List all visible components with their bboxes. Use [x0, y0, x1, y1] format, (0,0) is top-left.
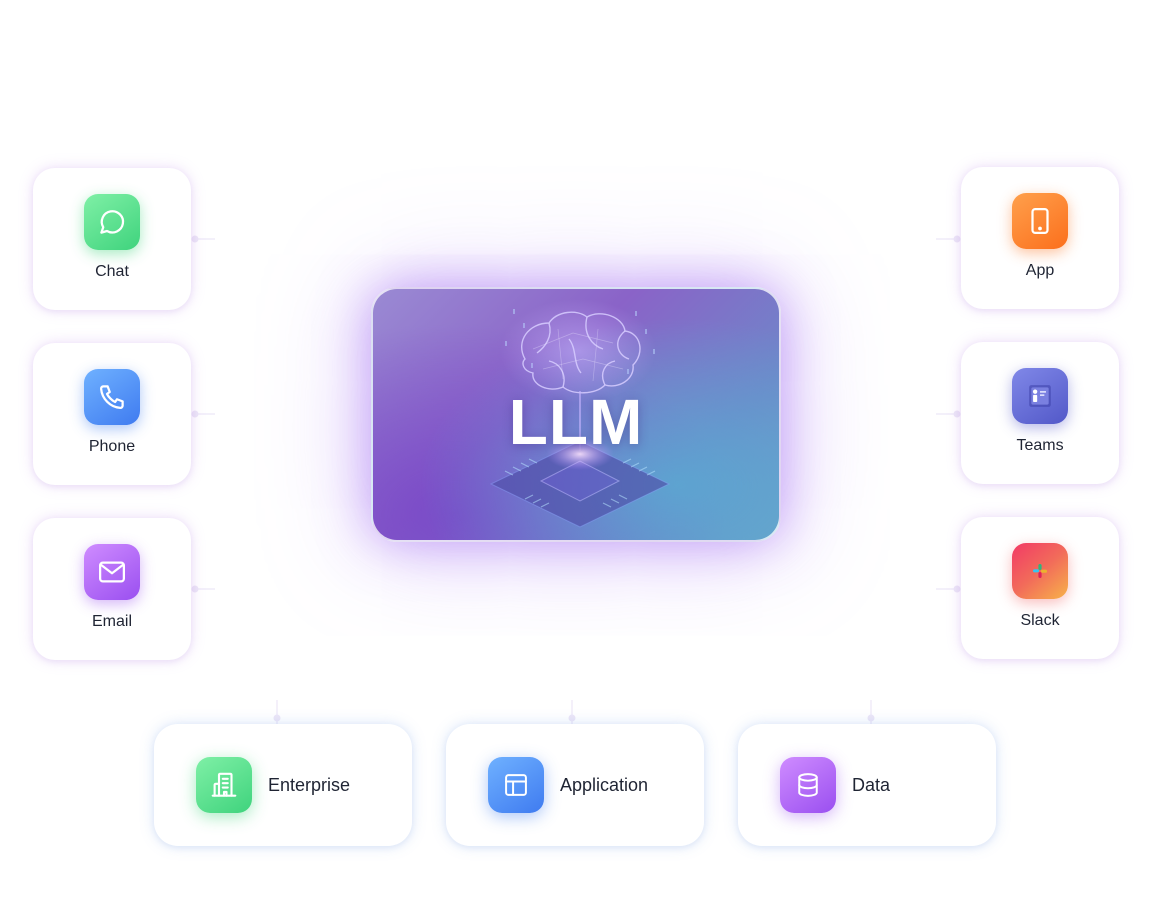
channel-label: Email: [91, 613, 132, 630]
phone-icon: [99, 385, 124, 410]
envelope-icon: [99, 561, 125, 583]
channel-label: Chat: [95, 263, 129, 280]
chat-bubble-icon: [100, 210, 125, 234]
channel-label: Phone: [88, 438, 136, 455]
channel-card-phone[interactable]: Phone: [33, 343, 191, 485]
source-card-application[interactable]: Application: [446, 724, 704, 846]
channel-label: Teams: [1016, 437, 1064, 454]
source-card-enterprise[interactable]: Enterprise: [154, 724, 412, 846]
brain-chip-icon: [489, 299, 671, 528]
layout-icon: [505, 774, 527, 796]
llm-title: LLM: [508, 386, 644, 458]
source-label: Enterprise: [268, 774, 351, 795]
channel-card-slack[interactable]: Slack: [961, 517, 1119, 659]
slack-icon: [1033, 564, 1047, 578]
channel-label: App: [1025, 262, 1055, 279]
channel-card-chat[interactable]: Chat: [33, 168, 191, 310]
source-card-data[interactable]: Data: [738, 724, 996, 846]
teams-icon: [1029, 385, 1051, 407]
building-icon: [211, 772, 237, 797]
smartphone-icon: [1031, 208, 1049, 234]
llm-panel: LLM: [371, 287, 781, 542]
channel-card-app[interactable]: App: [961, 167, 1119, 309]
source-label: Application: [560, 774, 649, 795]
source-label: Data: [852, 774, 891, 795]
channel-card-teams[interactable]: Teams: [961, 342, 1119, 484]
channel-card-email[interactable]: Email: [33, 518, 191, 660]
channel-label: Slack: [1020, 612, 1060, 629]
database-icon: [798, 773, 818, 797]
